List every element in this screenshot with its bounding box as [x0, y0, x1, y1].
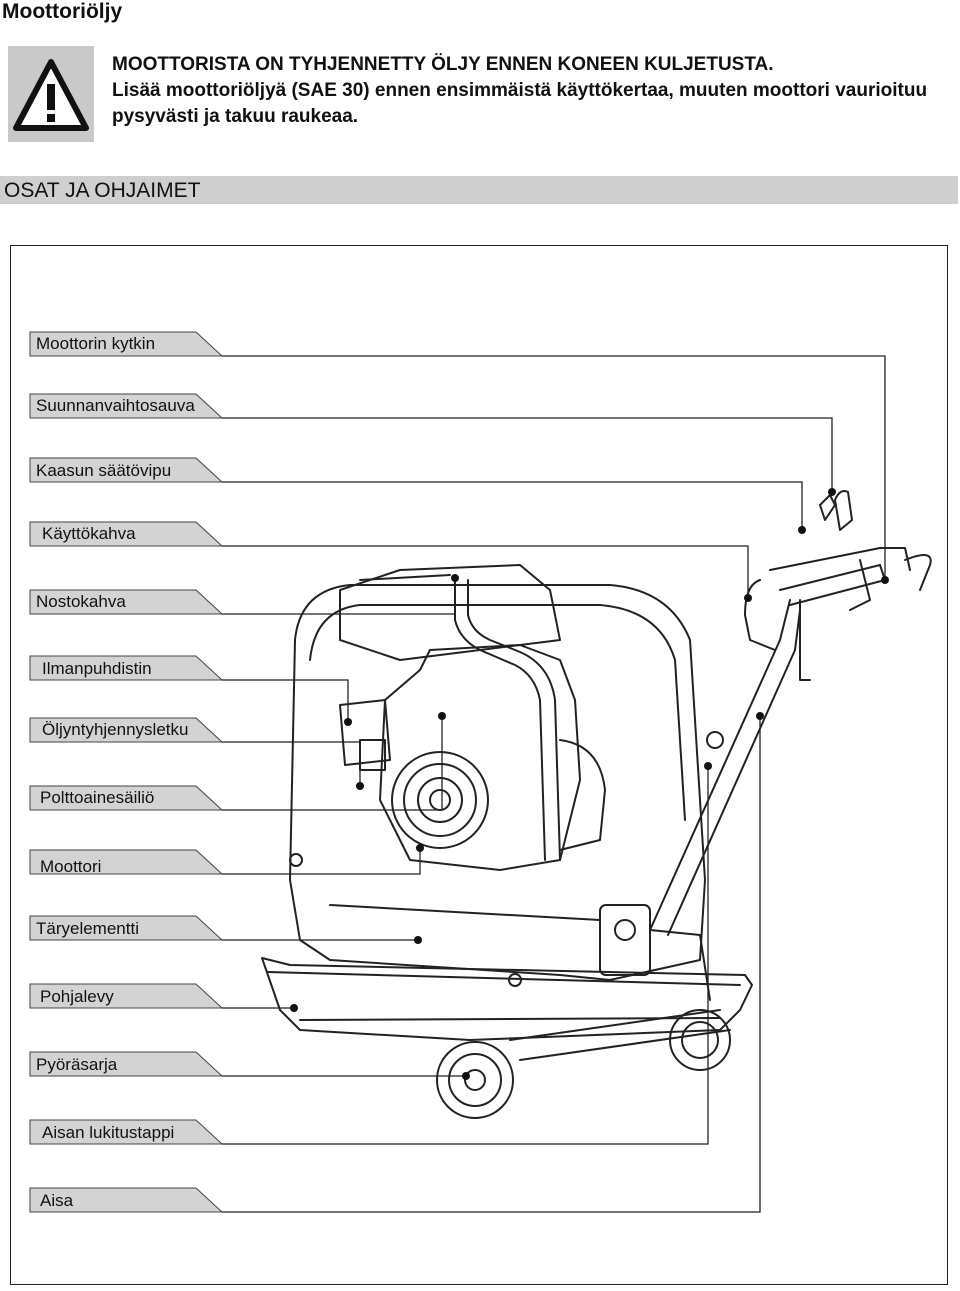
leader-lines: [222, 355, 886, 1213]
label-guide-handle: Aisa: [40, 1191, 74, 1210]
warning-box: [8, 46, 94, 142]
warning-line-3: pysyvästi ja takuu raukeaa.: [112, 106, 359, 127]
label-direction-lever: Suunnanvaihtosauva: [36, 396, 195, 415]
label-engine-switch: Moottorin kytkin: [36, 334, 156, 353]
label-lifting-handle: Nostokahva: [36, 592, 126, 611]
label-vibration-element: Täryelementti: [36, 919, 139, 938]
label-fuel-tank: Polttoainesäiliö: [40, 788, 155, 807]
label-oil-drain-hose: Öljyntyhjennysletku: [42, 720, 189, 739]
warning-text: MOOTTORISTA ON TYHJENNETTY ÖLJY ENNEN KO…: [112, 52, 952, 130]
section-header-bar: [0, 176, 958, 204]
machine-outline: [261, 490, 932, 1119]
label-handle-lock-pin: Aisan lukitustappi: [42, 1123, 175, 1142]
label-throttle-lever: Kaasun säätövipu: [36, 461, 172, 480]
leader-dots: [290, 488, 889, 1080]
warning-triangle-icon: [13, 59, 89, 131]
warning-line-2: Lisää moottoriöljyä (SAE 30) ennen ensim…: [112, 80, 928, 101]
page-title: Moottoriöljy: [2, 0, 123, 23]
diagram-frame: [10, 245, 948, 1285]
label-tabs: [29, 331, 224, 1213]
warning-line-1: MOOTTORISTA ON TYHJENNETTY ÖLJY ENNEN KO…: [112, 54, 774, 75]
label-wheel-kit: Pyöräsarja: [36, 1055, 118, 1074]
label-engine: Moottori: [40, 857, 102, 876]
section-title: OSAT JA OHJAIMET: [4, 179, 201, 202]
label-operating-handle: Käyttökahva: [42, 524, 136, 543]
label-air-cleaner: Ilmanpuhdistin: [42, 659, 152, 678]
label-base-plate: Pohjalevy: [40, 987, 114, 1006]
